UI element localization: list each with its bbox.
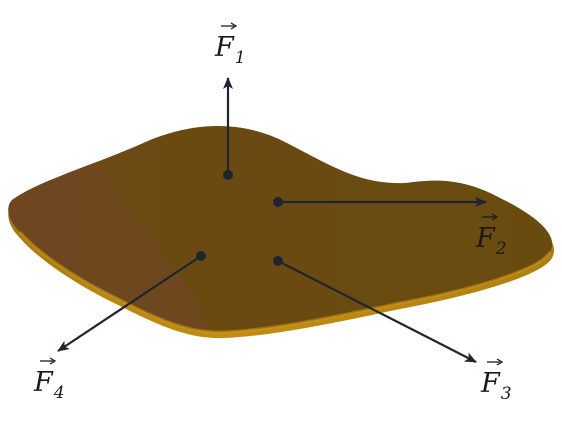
force-subscript: 3 <box>501 384 512 404</box>
svg-text:F3: F3 <box>480 368 512 404</box>
application-point-f2 <box>273 197 283 207</box>
application-point-f1 <box>223 170 233 180</box>
force-symbol: F <box>33 367 54 398</box>
force-label-f1: F1 <box>214 22 246 68</box>
force-subscript: 4 <box>53 383 65 403</box>
svg-text:F4: F4 <box>33 367 65 403</box>
application-point-f4 <box>196 251 206 261</box>
force-subscript: 2 <box>495 239 507 259</box>
svg-text:F2: F2 <box>475 223 507 259</box>
force-subscript: 1 <box>235 48 246 68</box>
rigid-body-rim <box>18 231 552 334</box>
force-arrow-f4 <box>57 255 202 352</box>
force-symbol: F <box>214 32 235 63</box>
application-point-f3 <box>273 256 283 266</box>
svg-text:F1: F1 <box>214 32 246 68</box>
force-symbol: F <box>475 223 496 254</box>
force-symbol: F <box>480 368 501 399</box>
force-arrow-f3 <box>277 260 477 363</box>
force-label-f2: F2 <box>475 213 507 259</box>
force-label-f3: F3 <box>480 358 512 404</box>
force-label-f4: F4 <box>33 357 65 403</box>
